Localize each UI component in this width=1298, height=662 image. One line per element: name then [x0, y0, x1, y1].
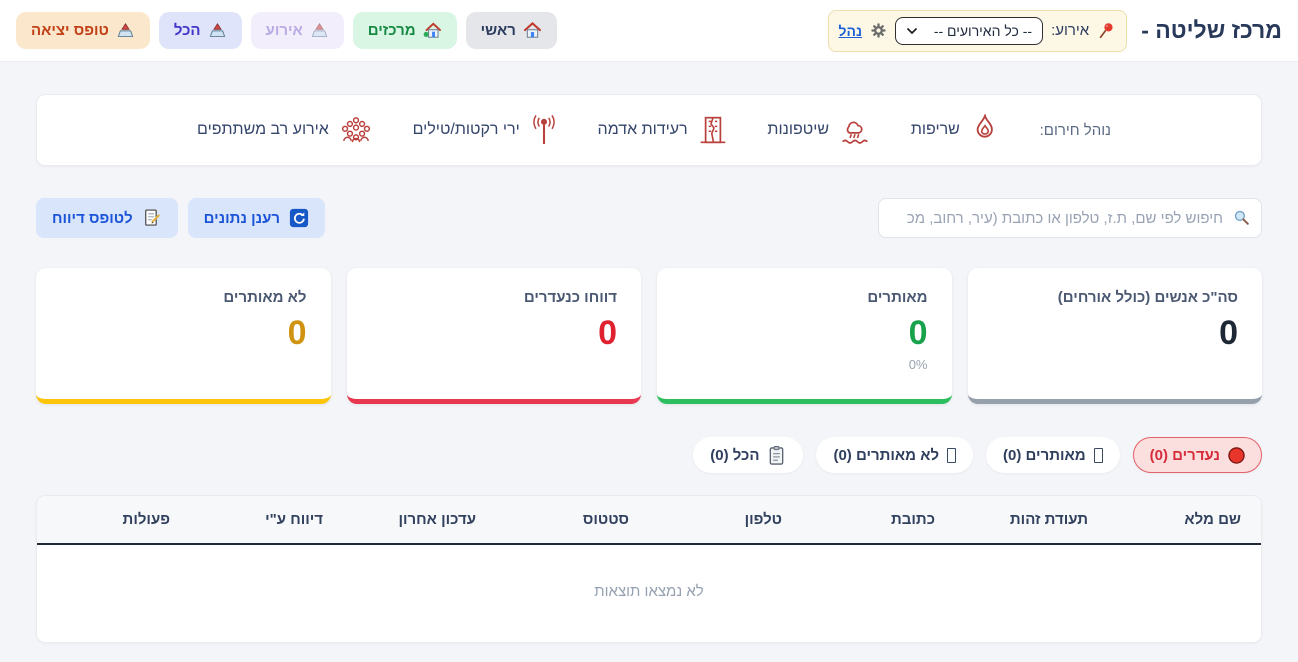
pushpin-icon — [1097, 21, 1116, 40]
house-icon — [523, 21, 542, 40]
procedure-floods-label: שיטפונות — [767, 121, 830, 138]
stat-total-label: סה"כ אנשים (כולל אורחים) — [1057, 289, 1238, 306]
header: מרכז שליטה - אירוע: -- כל האירועים -- נה… — [0, 0, 1298, 62]
page-title: מרכז שליטה - — [1141, 17, 1282, 43]
event-select-value: -- כל האירועים -- — [933, 22, 1033, 39]
nav-event-label: אירוע — [265, 22, 303, 39]
filter-not-located-label: לא מאותרים (0) — [833, 446, 940, 464]
search-icon — [1232, 208, 1251, 227]
event-select[interactable]: -- כל האירועים -- — [895, 16, 1044, 45]
col-address: כתובת — [802, 496, 955, 545]
nav-centers-label: מרכזים — [367, 22, 416, 39]
report-form-button[interactable]: לטופס דיווח — [36, 198, 178, 238]
event-label: אירוע: — [1051, 22, 1090, 39]
earthquake-icon — [698, 114, 728, 146]
refresh-icon — [289, 208, 309, 228]
stats-row: סה"כ אנשים (כולל אורחים) 0 מאותרים 0 0% … — [36, 268, 1262, 404]
filter-missing-label: נעדרים (0) — [1149, 446, 1220, 464]
search-wrap — [878, 198, 1262, 238]
filter-not-located-button[interactable]: לא מאותרים (0) — [816, 437, 974, 473]
missing-glyph-icon — [947, 447, 957, 463]
filter-located-label: מאותרים (0) — [1003, 446, 1086, 464]
manage-events-link[interactable]: נהל — [838, 22, 863, 39]
procedure-fires-link[interactable]: שריפות — [911, 114, 1000, 146]
procedure-mass-event-label: אירוע רב משתתפים — [197, 121, 329, 138]
eject-tray-icon — [116, 21, 135, 40]
procedures-label: נוהל חירום: — [1039, 121, 1111, 139]
chevron-down-icon — [906, 25, 918, 37]
results-table-card: שם מלא תעודת זהות כתובת טלפון סטטוס עדכו… — [36, 495, 1262, 643]
col-actions: פעולות — [37, 496, 190, 545]
nav-home-button[interactable]: ראשי — [465, 12, 557, 49]
procedure-rockets-link[interactable]: ירי רקטות/טילים — [413, 113, 558, 147]
table-header-row: שם מלא תעודת זהות כתובת טלפון סטטוס עדכו… — [37, 496, 1261, 545]
toolbar: רענן נתונים לטופס דיווח — [36, 198, 1262, 238]
stat-located-value: 0 — [908, 313, 928, 352]
nav-event-button[interactable]: אירוע — [250, 12, 344, 49]
gear-icon[interactable] — [870, 22, 887, 39]
procedure-earthquake-link[interactable]: רעידות אדמה — [598, 114, 728, 146]
stat-located-label: מאותרים — [867, 289, 928, 306]
refresh-data-label: רענן נתונים — [203, 209, 280, 227]
stat-not-located-value: 0 — [287, 313, 307, 352]
filter-located-button[interactable]: מאותרים (0) — [986, 437, 1120, 473]
eject-tray-icon — [310, 21, 329, 40]
col-last-update: עדכון אחרון — [343, 496, 496, 545]
clipboard-icon — [767, 445, 786, 466]
filter-missing-button[interactable]: נעדרים (0) — [1132, 437, 1262, 473]
procedure-floods-link[interactable]: שיטפונות — [767, 114, 871, 146]
top-nav: ראשי מרכזים אירוע הכל טופס יציאה — [16, 12, 557, 49]
flame-icon — [970, 114, 1000, 146]
red-circle-icon — [1228, 446, 1245, 464]
empty-state-row: לא נמצאו תוצאות — [37, 544, 1261, 642]
search-input[interactable] — [878, 198, 1262, 238]
stat-located-percent: 0% — [908, 356, 928, 372]
col-status: סטטוס — [496, 496, 649, 545]
nav-all-button[interactable]: הכל — [158, 12, 242, 49]
crowd-icon — [339, 114, 373, 146]
eject-tray-icon — [208, 21, 227, 40]
nav-all-label: הכל — [173, 22, 201, 39]
stat-reported-missing-label: דווחו כנעדרים — [523, 289, 617, 306]
nav-exit-form-label: טופס יציאה — [31, 22, 109, 39]
nav-home-label: ראשי — [480, 22, 516, 39]
col-phone: טלפון — [649, 496, 802, 545]
stat-card-total: סה"כ אנשים (כולל אורחים) 0 — [967, 268, 1262, 404]
stat-not-located-label: לא מאותרים — [223, 289, 307, 306]
house-garden-icon — [423, 21, 442, 40]
stat-card-not-located: לא מאותרים 0 — [36, 268, 331, 404]
procedure-rockets-label: ירי רקטות/טילים — [412, 121, 520, 138]
stat-total-value: 0 — [1219, 313, 1238, 352]
col-reported-by: דיווח ע"י — [190, 496, 343, 545]
results-table: שם מלא תעודת זהות כתובת טלפון סטטוס עדכו… — [37, 496, 1261, 642]
filter-all-button[interactable]: הכל (0) — [693, 437, 804, 473]
siren-icon — [530, 113, 558, 147]
event-selector-box: אירוע: -- כל האירועים -- נהל — [827, 9, 1128, 52]
col-full-name: שם מלא — [1108, 496, 1261, 545]
emergency-procedures-bar: נוהל חירום: שריפות שיטפונות רעידות אדמה … — [36, 94, 1262, 166]
procedure-mass-event-link[interactable]: אירוע רב משתתפים — [197, 114, 373, 146]
report-form-label: לטופס דיווח — [52, 209, 133, 227]
main-content: נוהל חירום: שריפות שיטפונות רעידות אדמה … — [0, 94, 1298, 643]
procedure-earthquake-label: רעידות אדמה — [597, 121, 688, 138]
stat-card-located: מאותרים 0 0% — [657, 268, 952, 404]
nav-centers-button[interactable]: מרכזים — [352, 12, 457, 49]
flood-icon — [839, 114, 871, 146]
procedure-fires-label: שריפות — [910, 121, 960, 138]
empty-state-text: לא נמצאו תוצאות — [594, 583, 704, 600]
missing-glyph-icon — [1093, 447, 1103, 463]
refresh-data-button[interactable]: רענן נתונים — [187, 198, 325, 238]
filter-row: נעדרים (0) מאותרים (0) לא מאותרים (0) הכ… — [36, 437, 1262, 473]
stat-reported-missing-value: 0 — [598, 313, 617, 352]
nav-exit-form-button[interactable]: טופס יציאה — [16, 12, 150, 49]
stat-card-reported-missing: דווחו כנעדרים 0 — [346, 268, 641, 404]
col-id-number: תעודת זהות — [955, 496, 1108, 545]
memo-icon — [142, 208, 162, 228]
filter-all-label: הכל (0) — [710, 446, 760, 464]
